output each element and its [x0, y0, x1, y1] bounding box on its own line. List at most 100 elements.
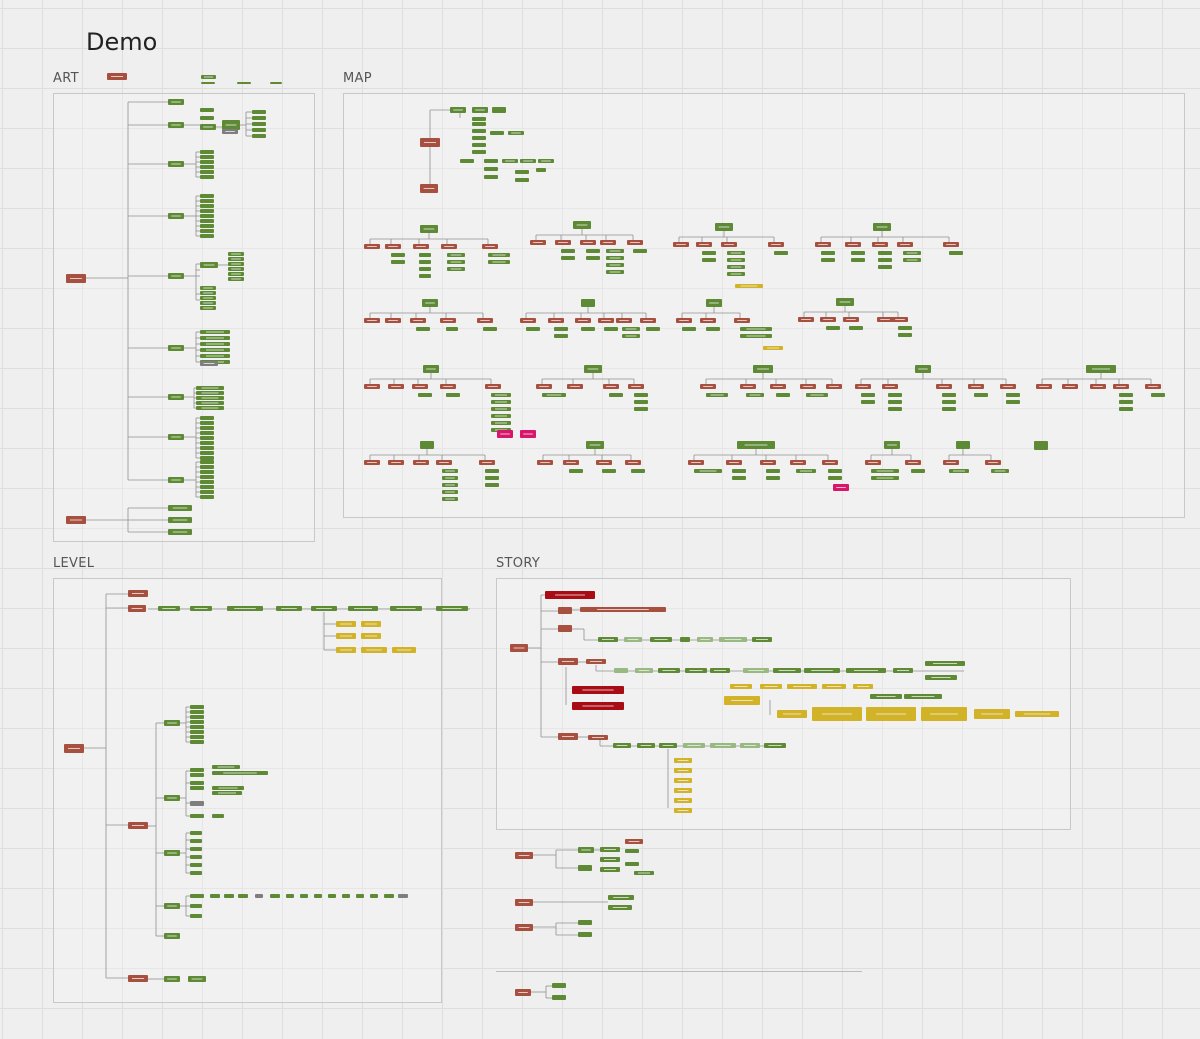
node-383[interactable]: [370, 894, 378, 898]
node-283[interactable]: [485, 476, 499, 480]
node-357[interactable]: [190, 814, 204, 818]
node-80[interactable]: [200, 485, 214, 489]
node-152[interactable]: [821, 258, 835, 262]
node-250[interactable]: [888, 400, 902, 404]
node-260[interactable]: [1006, 400, 1020, 404]
node-231[interactable]: [634, 393, 648, 397]
node-240[interactable]: [776, 393, 790, 397]
node-29[interactable]: [200, 160, 214, 164]
node-31[interactable]: [200, 170, 214, 174]
node-350[interactable]: [190, 735, 204, 739]
node-284[interactable]: [485, 483, 499, 487]
node-253[interactable]: [942, 393, 956, 397]
node-173[interactable]: [483, 327, 497, 331]
node-32[interactable]: [200, 175, 214, 179]
node-181[interactable]: [581, 327, 595, 331]
node-266[interactable]: [1119, 393, 1133, 397]
node-297[interactable]: [732, 469, 746, 473]
node-369[interactable]: [190, 894, 204, 898]
node-171[interactable]: [446, 327, 458, 331]
node-92[interactable]: [490, 131, 504, 135]
node-22[interactable]: [252, 110, 266, 114]
node-188[interactable]: [646, 327, 660, 331]
node-86[interactable]: [472, 117, 486, 121]
node-2[interactable]: [237, 82, 251, 84]
node-77[interactable]: [200, 470, 214, 474]
node-458[interactable]: [578, 920, 592, 925]
node-24[interactable]: [252, 122, 266, 126]
node-38[interactable]: [200, 219, 214, 223]
node-25[interactable]: [252, 128, 266, 132]
node-157[interactable]: [878, 251, 892, 255]
node-74[interactable]: [200, 456, 214, 460]
node-352[interactable]: [190, 768, 204, 772]
node-300[interactable]: [766, 469, 780, 473]
node-363[interactable]: [190, 831, 202, 835]
node-108[interactable]: [391, 260, 405, 264]
node-110[interactable]: [419, 253, 431, 257]
node-27[interactable]: [200, 150, 214, 154]
node-72[interactable]: [200, 446, 214, 450]
node-268[interactable]: [1119, 407, 1133, 411]
node-354[interactable]: [190, 781, 204, 785]
node-249[interactable]: [888, 393, 902, 397]
node-381[interactable]: [342, 894, 350, 898]
node-128[interactable]: [586, 256, 600, 260]
node-346[interactable]: [190, 715, 204, 719]
node-41[interactable]: [200, 234, 214, 238]
node-183[interactable]: [604, 327, 618, 331]
node-125[interactable]: [561, 256, 575, 260]
node-26[interactable]: [252, 134, 266, 138]
node-229[interactable]: [609, 393, 623, 397]
node-344[interactable]: [190, 705, 204, 709]
node-267[interactable]: [1119, 400, 1133, 404]
node-3[interactable]: [270, 82, 282, 84]
node-35[interactable]: [200, 204, 214, 208]
node-362[interactable]: [212, 814, 224, 818]
node-102[interactable]: [515, 178, 529, 182]
node-155[interactable]: [851, 258, 865, 262]
node-385[interactable]: [398, 894, 408, 898]
node-68[interactable]: [200, 426, 214, 430]
node-66[interactable]: [200, 416, 214, 420]
node-214[interactable]: [446, 393, 460, 397]
node-347[interactable]: [190, 720, 204, 724]
node-379[interactable]: [314, 894, 322, 898]
node-292[interactable]: [631, 469, 645, 473]
node-288[interactable]: [569, 469, 583, 473]
node-345[interactable]: [190, 710, 204, 714]
node-207[interactable]: [898, 333, 912, 337]
node-375[interactable]: [255, 894, 263, 898]
node-306[interactable]: [828, 476, 842, 480]
node-367[interactable]: [190, 863, 202, 867]
node-255[interactable]: [942, 407, 956, 411]
node-101[interactable]: [515, 170, 529, 174]
node-377[interactable]: [286, 894, 294, 898]
node-233[interactable]: [634, 407, 648, 411]
node-313[interactable]: [911, 469, 925, 473]
node-139[interactable]: [702, 251, 716, 255]
node-107[interactable]: [391, 253, 405, 257]
node-451[interactable]: [625, 849, 639, 853]
node-37[interactable]: [200, 214, 214, 218]
node-298[interactable]: [732, 476, 746, 480]
node-290[interactable]: [602, 469, 616, 473]
node-164[interactable]: [949, 251, 963, 255]
node-90[interactable]: [472, 143, 486, 147]
node-462[interactable]: [552, 995, 566, 1000]
node-373[interactable]: [224, 894, 234, 898]
node-112[interactable]: [419, 267, 431, 271]
node-251[interactable]: [888, 407, 902, 411]
node-176[interactable]: [526, 327, 540, 331]
node-353[interactable]: [190, 773, 204, 777]
node-79[interactable]: [200, 480, 214, 484]
node-368[interactable]: [190, 871, 202, 875]
node-402[interactable]: [614, 668, 628, 673]
node-99[interactable]: [484, 167, 498, 171]
node-73[interactable]: [200, 451, 214, 455]
node-349[interactable]: [190, 730, 204, 734]
node-85[interactable]: [492, 107, 506, 113]
node-389[interactable]: [558, 607, 572, 614]
node-159[interactable]: [878, 265, 892, 269]
